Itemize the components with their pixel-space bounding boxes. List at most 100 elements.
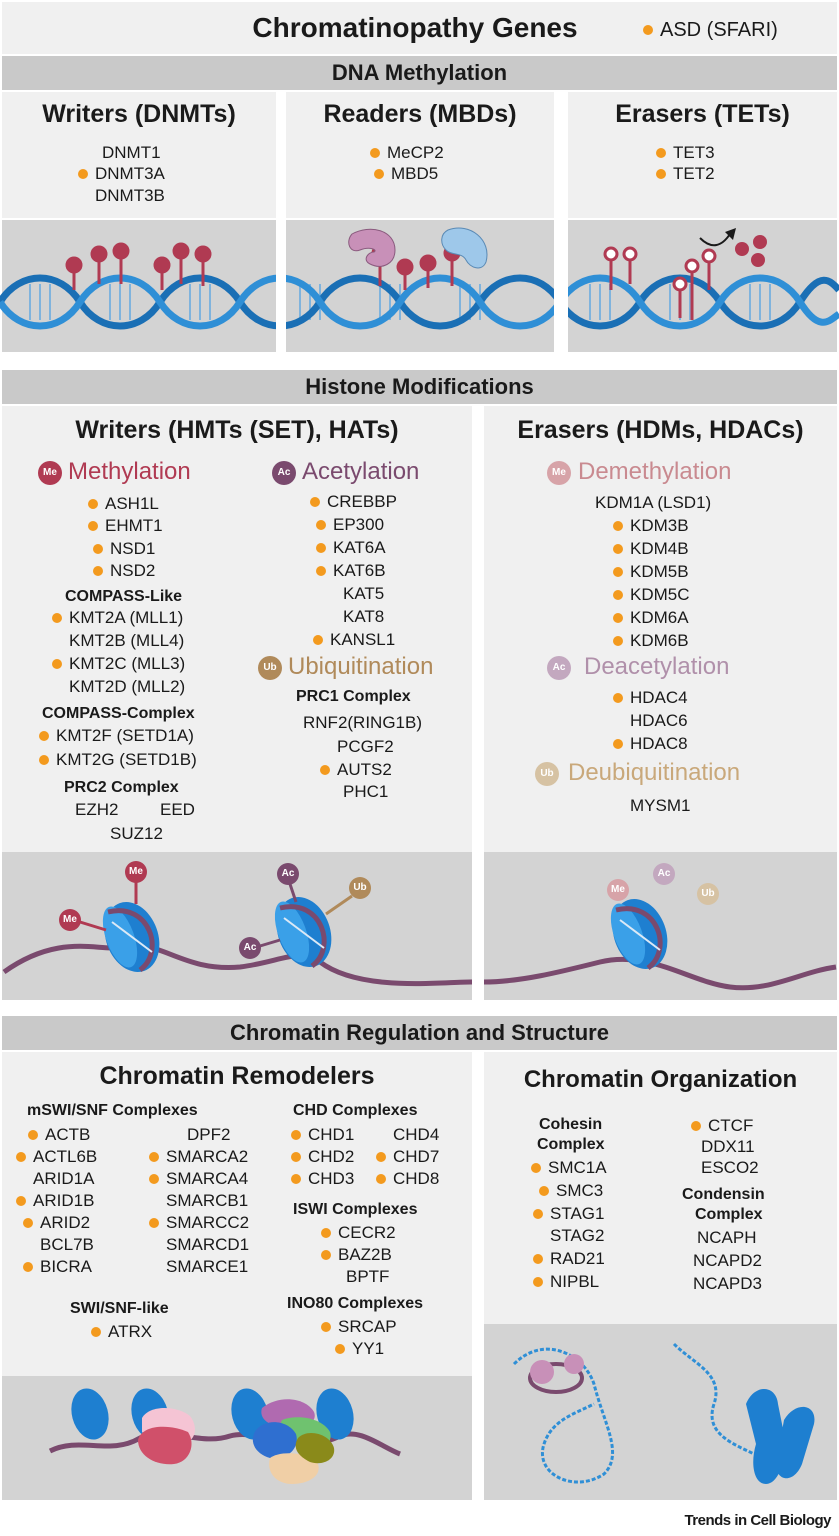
remodelers-title: Chromatin Remodelers xyxy=(99,1062,375,1090)
dna-helix-illustration xyxy=(0,220,839,352)
gene-ncapd3: NCAPD3 xyxy=(693,1274,762,1293)
remodeler-illustration xyxy=(48,1388,401,1484)
nuc-ub-icon-2: Ub xyxy=(701,888,715,899)
gene-kdm4b: KDM4B xyxy=(613,539,689,558)
demethyl-badge-icon: Me xyxy=(547,461,571,485)
gene-suz12: SUZ12 xyxy=(110,824,163,843)
histone-header: Histone Modifications xyxy=(2,370,837,404)
mbd-reader-protein xyxy=(441,227,488,269)
gene-tet3: TET3 xyxy=(656,143,715,162)
gene-yy1: YY1 xyxy=(334,1339,385,1358)
gene-chd2: CHD2 xyxy=(290,1147,355,1166)
gene-chd1: CHD1 xyxy=(290,1125,355,1144)
gene-kansl1: KANSL1 xyxy=(312,630,396,649)
gene-kat6b: KAT6B xyxy=(316,561,386,580)
removed-methyl-groups xyxy=(735,235,767,267)
chd-label: CHD Complexes xyxy=(293,1102,418,1119)
gene-nsd2: NSD2 xyxy=(92,561,156,580)
histone-writers-panel xyxy=(2,406,472,852)
tet-unmethylated-lollipops xyxy=(603,246,717,320)
gene-kdm1a: KDM1A (LSD1) xyxy=(595,493,712,512)
nuc-me-icon-1: Me xyxy=(129,866,143,877)
gene-smarcd1: SMARCD1 xyxy=(166,1235,250,1254)
gene-kmt2b: KMT2B (MLL4) xyxy=(69,631,185,650)
deacetyl-badge-icon: Ac xyxy=(547,656,571,680)
gene-smarce1: SMARCE1 xyxy=(166,1257,249,1276)
condensin-label-1: Condensin xyxy=(682,1186,765,1203)
nucleosome-1 xyxy=(102,902,160,973)
gene-dnmt1: DNMT1 xyxy=(102,143,161,162)
iswi-label: ISWI Complexes xyxy=(293,1201,418,1218)
gene-esco2: ESCO2 xyxy=(701,1158,759,1177)
ino80-label: INO80 Complexes xyxy=(287,1295,424,1312)
mbd-readers-panel xyxy=(286,92,554,218)
nuc-ub-icon-1: Ub xyxy=(353,882,367,893)
gene-dnmt3a: DNMT3A xyxy=(78,164,165,183)
nuc-ac-icon-3: Ac xyxy=(657,868,671,879)
acetylation-label: Acetylation xyxy=(302,458,420,485)
chromatin-header: Chromatin Regulation and Structure xyxy=(2,1016,837,1050)
methyl-badge-icon: Me xyxy=(38,461,62,485)
gene-smc3: SMC3 xyxy=(538,1181,604,1200)
top-header xyxy=(2,2,837,54)
organization-title: Chromatin Organization xyxy=(523,1066,798,1093)
gene-smarcc2: SMARCC2 xyxy=(148,1213,250,1232)
compass-like-label: COMPASS-Like xyxy=(65,588,183,605)
methylation-label: Methylation xyxy=(68,458,191,485)
gene-dnmt3b: DNMT3B xyxy=(95,186,165,205)
histone-writers-band xyxy=(2,852,472,1000)
footer-credit: Trends in Cell Biology xyxy=(684,1512,831,1529)
remodeler-complexes xyxy=(138,1399,335,1484)
gene-chd3: CHD3 xyxy=(290,1169,355,1188)
cohesin-label-2: Complex xyxy=(537,1136,605,1153)
gene-baz2b: BAZ2B xyxy=(321,1245,392,1264)
remodeler-fiber xyxy=(48,1431,401,1457)
cohesin-ring xyxy=(528,1362,584,1394)
tet-erasers-panel xyxy=(568,92,837,218)
deacetylation-label: Deacetylation xyxy=(584,653,730,680)
gene-stag2: STAG2 xyxy=(550,1226,605,1245)
histone-erasers-title: Erasers (HDMs, HDACs) xyxy=(517,416,804,444)
histone-writers-title: Writers (HMTs (SET), HATs) xyxy=(75,416,399,444)
asd-legend: ASD (SFARI) xyxy=(643,19,778,41)
nucleosome-3 xyxy=(610,899,668,971)
gene-hdac8: HDAC8 xyxy=(613,734,688,753)
gene-chd4: CHD4 xyxy=(393,1125,440,1144)
gene-auts2: AUTS2 xyxy=(320,760,392,779)
dnmt-title: Writers (DNMTs) xyxy=(42,100,236,128)
gene-pcgf2: PCGF2 xyxy=(337,737,394,756)
gene-ezh2: EZH2 xyxy=(75,800,119,819)
nucleosome-illustration xyxy=(2,852,837,1000)
gene-ash1l: ASH1L xyxy=(88,494,159,513)
gene-arid2: ARID2 xyxy=(22,1213,91,1232)
deubiquitination-label: Deubiquitination xyxy=(568,759,741,786)
gene-kdm5c: KDM5C xyxy=(613,585,690,604)
gene-mecp2: MeCP2 xyxy=(370,143,444,162)
demethylation-label: Demethylation xyxy=(578,458,732,485)
gene-atrx: ATRX xyxy=(90,1322,153,1341)
gene-tet2: TET2 xyxy=(656,164,715,183)
mswi-label: mSWI/SNF Complexes xyxy=(27,1102,198,1119)
gene-arid1a: ARID1A xyxy=(33,1169,95,1188)
gene-kmt2a: KMT2A (MLL1) xyxy=(51,608,184,627)
gene-ncaph: NCAPH xyxy=(697,1228,757,1247)
gene-eed: EED xyxy=(160,800,195,819)
acetyl-badge-icon: Ac xyxy=(272,461,296,485)
nuc-ac-icon-1: Ac xyxy=(281,868,295,879)
gene-bcl7b: BCL7B xyxy=(40,1235,94,1254)
gene-kdm5b: KDM5B xyxy=(613,562,689,581)
gene-ncapd2: NCAPD2 xyxy=(693,1251,762,1270)
gene-kmt2d: KMT2D (MLL2) xyxy=(69,677,186,696)
gene-ep300: EP300 xyxy=(315,515,385,534)
ubiquitin-badge-icon: Ub xyxy=(258,656,282,680)
gene-arid1b: ARID1B xyxy=(15,1191,95,1210)
swi-like-label: SWI/SNF-like xyxy=(70,1300,169,1317)
page-title: Chromatinopathy Genes xyxy=(252,12,578,43)
gene-kdm6a: KDM6A xyxy=(613,608,689,627)
gene-smarca2: SMARCA2 xyxy=(148,1147,249,1166)
histone-mark-circles xyxy=(59,861,719,959)
deubiquitin-badge-icon: Ub xyxy=(535,762,559,786)
gene-smarcb1: SMARCB1 xyxy=(166,1191,249,1210)
compass-complex-label: COMPASS-Complex xyxy=(42,705,195,722)
chromosome-icon xyxy=(746,1389,815,1484)
